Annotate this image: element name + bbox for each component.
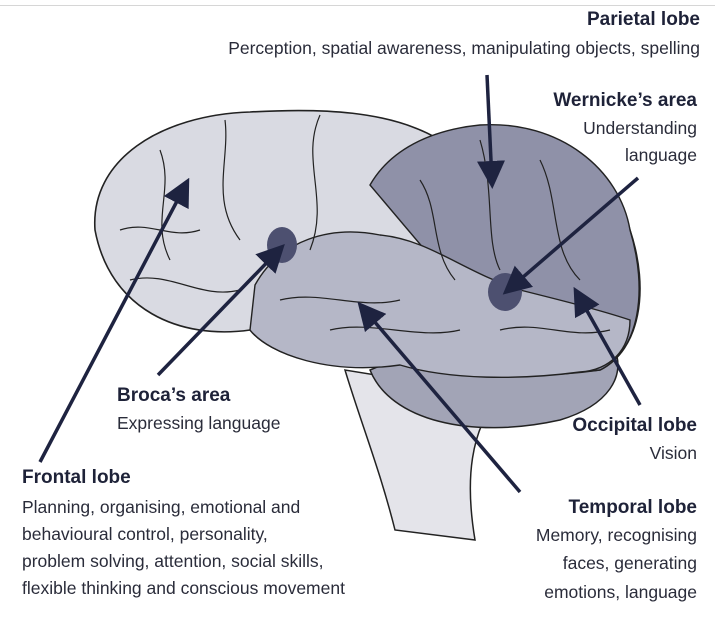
broca-title: Broca’s area (117, 385, 231, 406)
wernicke-title: Wernicke’s area (553, 90, 697, 111)
parietal-arrow (477, 74, 506, 189)
temporal-desc-3: emotions, language (544, 582, 697, 602)
frontal-arrow (38, 177, 190, 463)
temporal-lobe (249, 231, 631, 379)
temporal-desc-1: Memory, recognising (535, 525, 697, 545)
parietal-title: Parietal lobe (587, 9, 700, 30)
frontal-title: Frontal lobe (22, 467, 131, 488)
top-divider (0, 5, 715, 6)
occipital-desc: Vision (649, 443, 697, 463)
wernicke-desc-1: Understanding (583, 118, 697, 138)
broca-desc: Expressing language (117, 413, 281, 433)
pointer-arrows (38, 74, 642, 494)
temporal-desc-2: faces, generating (562, 553, 697, 573)
occipital-title: Occipital lobe (572, 415, 697, 436)
frontal-desc-4: flexible thinking and conscious movement (22, 578, 345, 598)
frontal-desc-3: problem solving, attention, social skill… (22, 551, 324, 571)
broca-arrow (156, 243, 285, 377)
wernicke-desc-2: language (624, 145, 697, 165)
parietal-desc: Perception, spatial awareness, manipulat… (228, 38, 700, 58)
occipital-arrow (573, 286, 642, 406)
temporal-arrow (357, 301, 522, 494)
temporal-title: Temporal lobe (568, 497, 697, 518)
frontal-desc-2: behavioural control, personality, (22, 524, 268, 544)
frontal-desc-1: Planning, organising, emotional and (22, 497, 301, 517)
brain-folds (119, 114, 611, 334)
wernickes-area (488, 273, 522, 311)
wernicke-arrow (502, 176, 640, 295)
